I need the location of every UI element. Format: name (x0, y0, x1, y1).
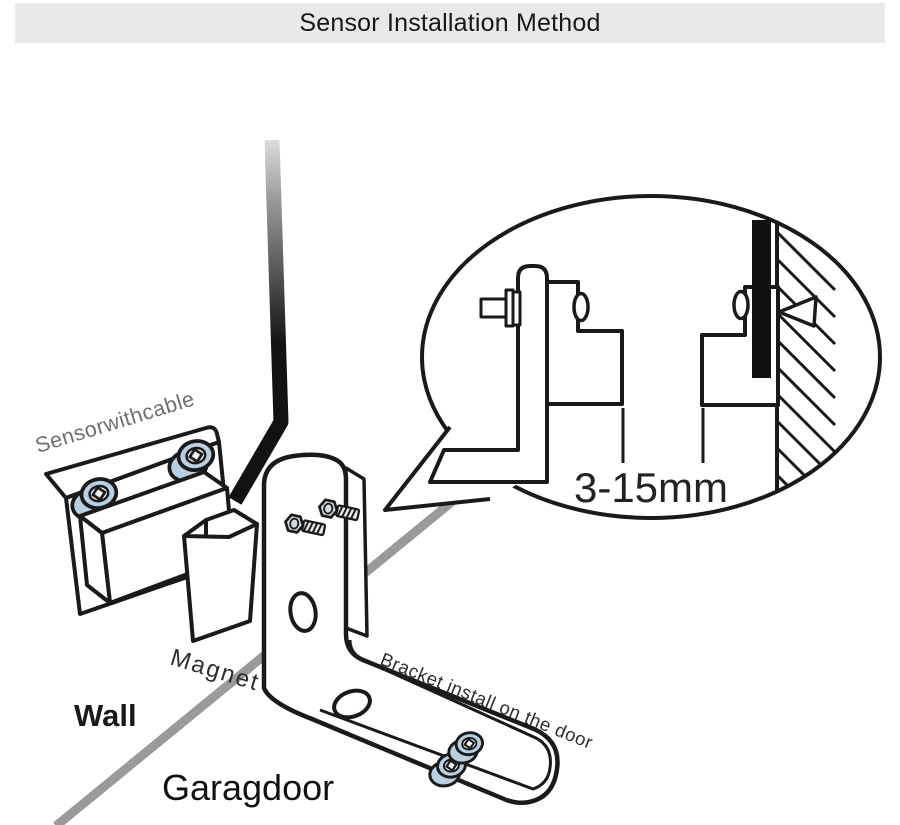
bracket-drawing (261, 452, 560, 805)
garage-door-label: Garagdoor (162, 767, 334, 808)
callout-right-section (700, 220, 818, 407)
page-title: Sensor Installation Method (299, 8, 601, 37)
gap-measurement-label: 3-15mm (574, 464, 728, 511)
magnet-drawing (182, 508, 259, 643)
sensor-cable (228, 139, 289, 505)
bracket-hole (332, 688, 372, 720)
callout-bubble: 3-15mm (383, 194, 882, 520)
bracket-hole (288, 591, 318, 633)
callout-left-section (428, 264, 624, 484)
wall-label: Wall (74, 698, 137, 733)
title-bar: Sensor Installation Method (15, 3, 885, 43)
wall-arrow (777, 295, 818, 328)
cable-cross-section (752, 220, 771, 378)
magnet-label: Magnet (167, 644, 263, 697)
